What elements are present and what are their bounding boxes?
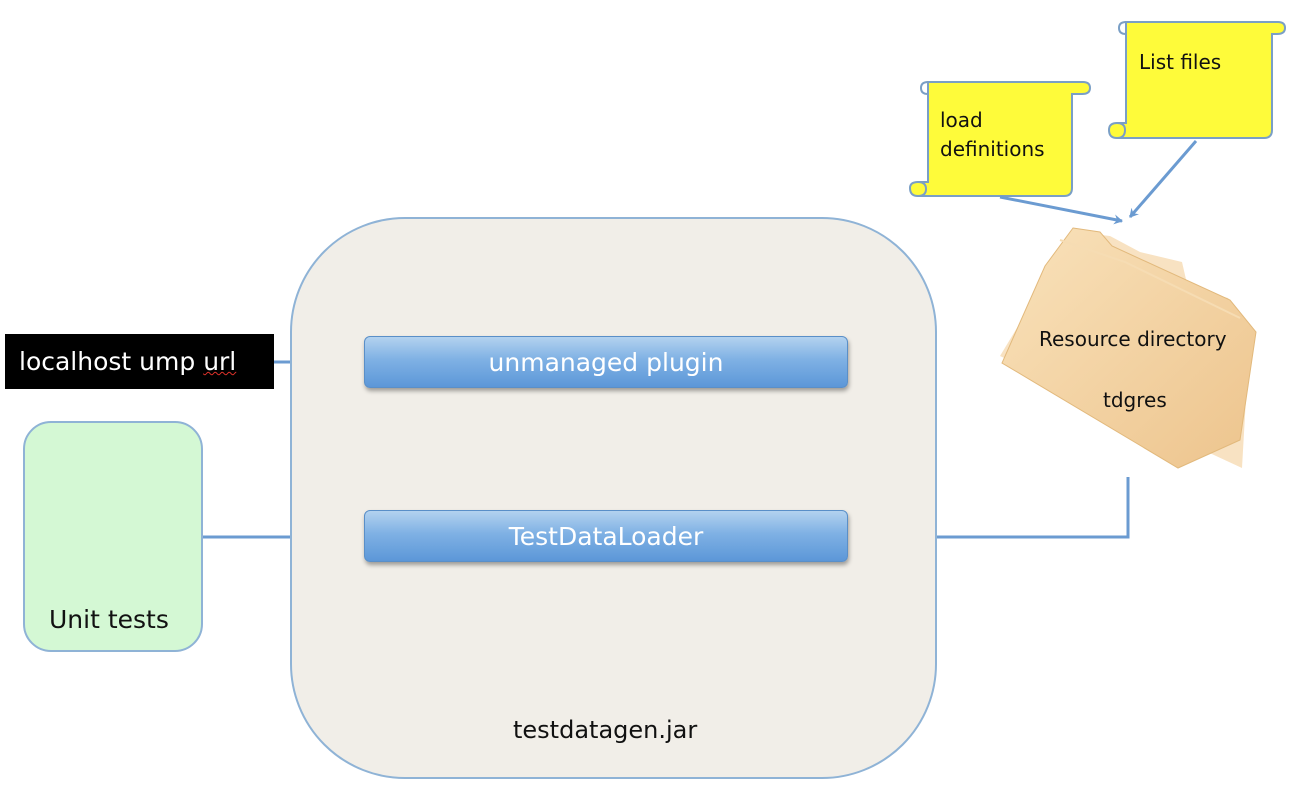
load-definitions-line1: load — [940, 108, 983, 132]
arrow-loaddefs-to-resource — [999, 195, 1123, 225]
list-files-label: List files — [1139, 50, 1222, 74]
scroll-list-files — [1107, 21, 1287, 139]
unmanaged-plugin-bar: unmanaged plugin — [364, 336, 848, 388]
resource-name-label: tdgres — [1103, 388, 1167, 412]
unit-tests-box — [23, 421, 203, 652]
url-misspelled: url — [203, 347, 237, 376]
test-data-loader-bar: TestDataLoader — [364, 510, 848, 562]
resource-directory-label: Resource directory — [1039, 327, 1227, 351]
scroll-load-definitions — [908, 81, 1092, 197]
testdatagen-jar-container — [290, 217, 937, 779]
test-data-loader-label: TestDataLoader — [508, 521, 704, 551]
localhost-url-box: localhost ump url — [5, 334, 274, 389]
url-text: localhost ump — [19, 347, 204, 376]
load-definitions-line2: definitions — [940, 137, 1045, 161]
unit-tests-label: Unit tests — [49, 605, 169, 634]
folder-icon — [1000, 227, 1257, 469]
arrow-listfiles-to-resource — [1128, 140, 1198, 218]
jar-label: testdatagen.jar — [513, 716, 698, 744]
unmanaged-plugin-label: unmanaged plugin — [488, 347, 724, 377]
connector-loader-to-resource — [849, 477, 1130, 539]
